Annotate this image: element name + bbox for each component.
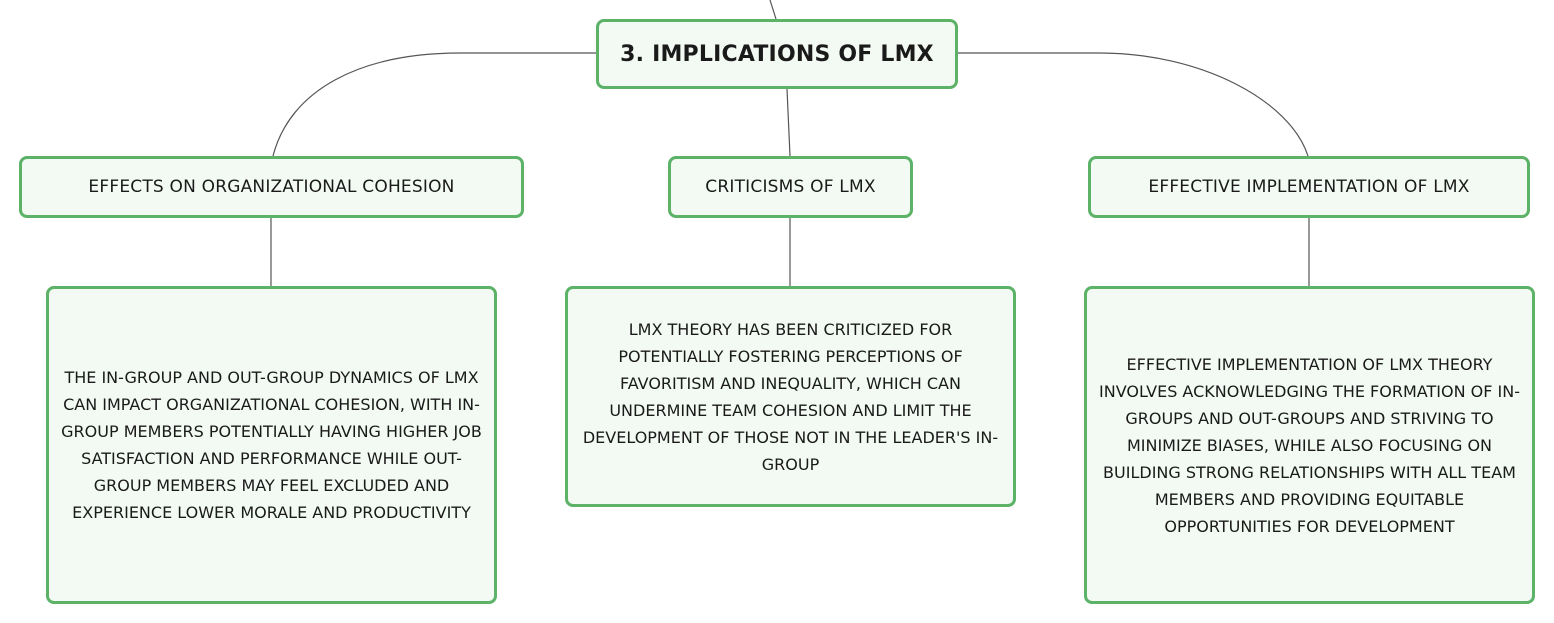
detail-node-text: LMX THEORY HAS BEEN CRITICIZED FOR POTEN… (582, 319, 999, 474)
detail-node-effective-implementation[interactable]: EFFECTIVE IMPLEMENTATION OF LMX THEORY I… (1084, 286, 1535, 604)
topic-node-label: EFFECTIVE IMPLEMENTATION OF LMX (1148, 177, 1470, 197)
detail-node-criticisms[interactable]: LMX THEORY HAS BEEN CRITICIZED FOR POTEN… (565, 286, 1016, 507)
connector-root-to-effects (272, 52, 596, 157)
detail-node-text: THE IN-GROUP AND OUT-GROUP DYNAMICS OF L… (61, 368, 482, 522)
connector-root-to-implementation (958, 52, 1309, 157)
topic-node-label: EFFECTS ON ORGANIZATIONAL COHESION (88, 177, 455, 197)
connector-root-to-criticisms (786, 88, 791, 157)
connector-parent-to-root (769, 0, 777, 20)
topic-node-organizational-cohesion[interactable]: EFFECTS ON ORGANIZATIONAL COHESION (19, 156, 524, 218)
detail-node-text: EFFECTIVE IMPLEMENTATION OF LMX THEORY I… (1099, 354, 1520, 536)
root-node-label: 3. IMPLICATIONS OF LMX (620, 41, 934, 67)
topic-node-criticisms[interactable]: CRITICISMS OF LMX (668, 156, 913, 218)
topic-node-effective-implementation[interactable]: EFFECTIVE IMPLEMENTATION OF LMX (1088, 156, 1530, 218)
topic-node-label: CRITICISMS OF LMX (705, 177, 876, 197)
root-node[interactable]: 3. IMPLICATIONS OF LMX (596, 19, 958, 89)
detail-node-organizational-cohesion[interactable]: THE IN-GROUP AND OUT-GROUP DYNAMICS OF L… (46, 286, 497, 604)
